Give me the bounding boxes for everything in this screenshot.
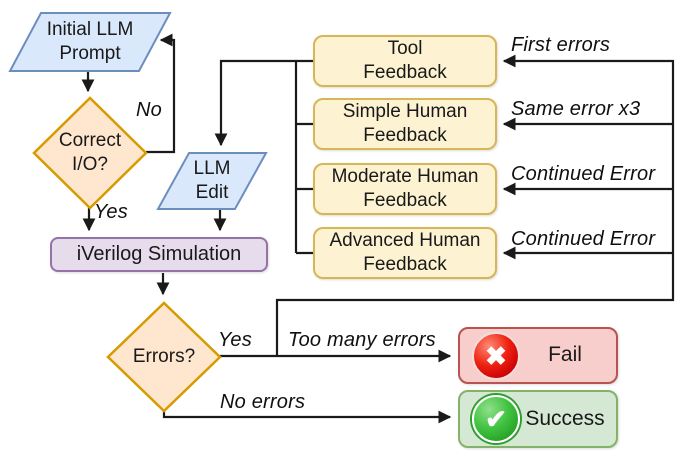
tool-feedback-label: Tool Feedback <box>363 37 447 83</box>
correct-io-shape <box>32 96 148 210</box>
success-check-glyph: ✔ <box>485 404 507 434</box>
edge-label-no-errors: No errors <box>220 391 306 413</box>
llm-edit-shape <box>156 152 268 210</box>
correct-io-label: Correct I/O? <box>58 129 122 175</box>
node-tool-feedback: Tool Feedback <box>313 35 497 87</box>
edge-label-continued-error-1: Continued Error <box>511 163 656 185</box>
node-iverilog-simulation: iVerilog Simulation <box>50 237 268 272</box>
node-fail: ✖ Fail <box>458 327 618 384</box>
iverilog-simulation-label: iVerilog Simulation <box>76 242 242 265</box>
edge-label-first-errors: First errors <box>511 34 611 56</box>
fail-label: Fail <box>548 343 582 367</box>
initial-llm-prompt-shape <box>8 12 172 72</box>
edge-feedback-to-llmedit <box>214 59 313 147</box>
errors-label: Errors? <box>132 345 196 367</box>
advanced-human-feedback-label: Advanced Human Feedback <box>329 229 481 275</box>
edge-label-same-error-x3: Same error x3 <box>511 98 641 120</box>
edge-label-no: No <box>136 99 162 121</box>
edge-label-too-many-errors: Too many errors <box>288 329 436 351</box>
errors-shape <box>106 301 222 413</box>
edge-yes-to-toolfeedback <box>275 54 675 356</box>
node-correct-io: Correct I/O? <box>32 96 148 210</box>
node-moderate-human-feedback: Moderate Human Feedback <box>313 163 497 215</box>
simple-human-feedback-label: Simple Human Feedback <box>342 100 468 146</box>
edge-no-loop <box>146 33 176 154</box>
node-success: ✔ Success <box>458 390 618 448</box>
node-simple-human-feedback: Simple Human Feedback <box>313 98 497 150</box>
initial-llm-prompt-label: Initial LLM Prompt <box>46 18 134 64</box>
edge-label-yes-errors: Yes <box>218 329 252 351</box>
edge-label-yes-io: Yes <box>94 201 128 223</box>
fail-x-glyph: ✖ <box>485 340 507 371</box>
fail-x-icon: ✖ <box>472 331 520 380</box>
node-llm-edit: LLM Edit <box>156 152 268 210</box>
node-errors: Errors? <box>106 301 222 413</box>
node-advanced-human-feedback: Advanced Human Feedback <box>313 227 497 279</box>
llm-edit-label: LLM Edit <box>193 157 231 203</box>
success-check-icon: ✔ <box>472 395 520 443</box>
node-initial-llm-prompt: Initial LLM Prompt <box>8 12 172 72</box>
moderate-human-feedback-label: Moderate Human Feedback <box>331 165 479 211</box>
edge-label-continued-error-2: Continued Error <box>511 228 656 250</box>
success-label: Success <box>525 406 605 430</box>
